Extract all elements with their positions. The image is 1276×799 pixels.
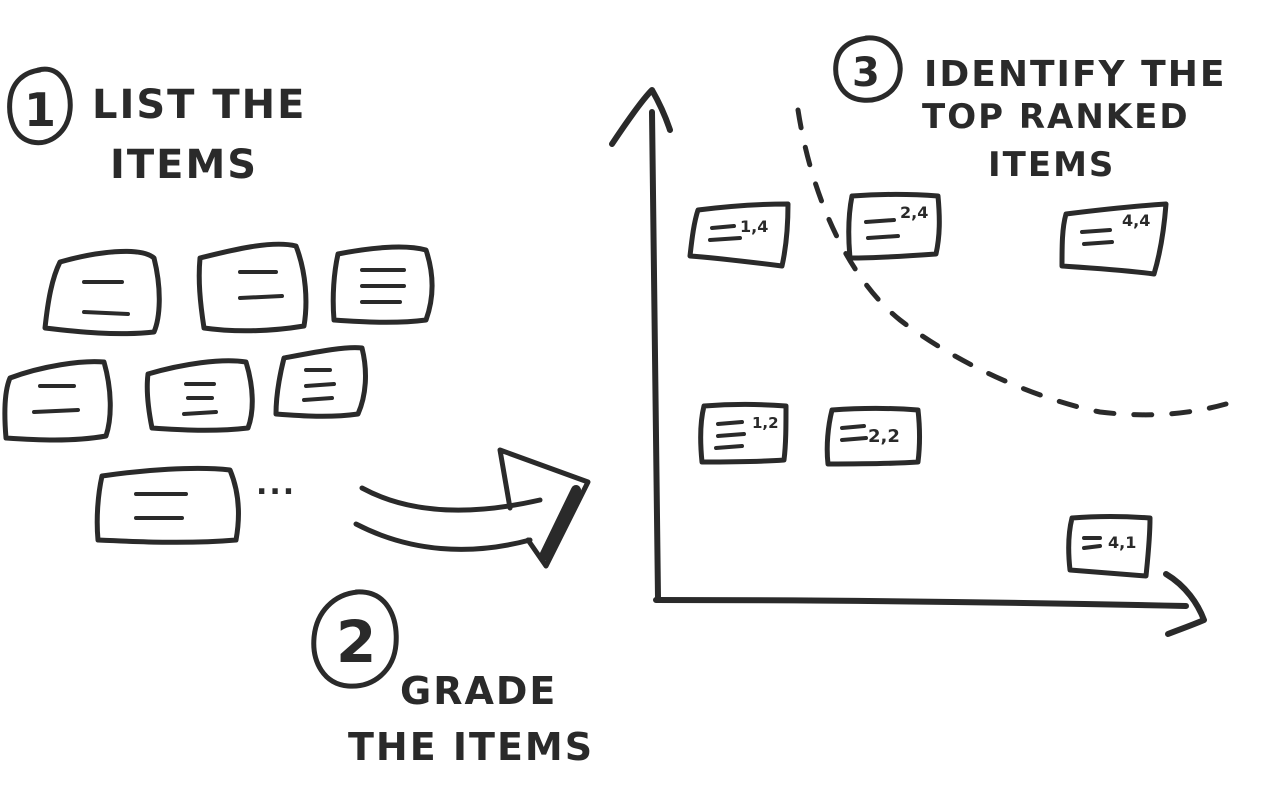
item-card <box>330 244 435 325</box>
step-1-title-line-1: LIST THE <box>92 82 306 128</box>
step-1-circle <box>7 66 73 146</box>
arrow-head-shade <box>539 485 581 561</box>
graded-item-label: 1,2 <box>752 414 779 432</box>
x-axis <box>653 597 1189 609</box>
x-axis-arrowhead <box>1163 571 1207 637</box>
step-1: 1 LIST THE ITEMS <box>7 66 306 188</box>
more-items-ellipsis: ... <box>256 467 296 502</box>
arrow-shaft-bottom <box>353 521 533 552</box>
item-list: ... <box>2 241 435 545</box>
graded-item-label: 4,4 <box>1122 211 1150 230</box>
flow-arrow <box>353 447 591 569</box>
item-card <box>42 248 162 337</box>
step-2: 2 GRADE THE ITEMS <box>311 589 594 769</box>
top-ranked-threshold-curve <box>795 107 1229 418</box>
step-3-title-line-3: ITEMS <box>988 145 1115 185</box>
step-1-title-line-2: ITEMS <box>110 142 258 188</box>
graded-item-label: 1,4 <box>740 217 768 236</box>
item-card <box>94 465 241 545</box>
grading-plot: 1,4 2,4 4,4 1,2 2,2 4,1 <box>609 87 1229 637</box>
step-3-title-line-2: TOP RANKED <box>922 97 1190 137</box>
graded-item-card: 2,4 <box>846 192 942 261</box>
item-card <box>273 345 368 419</box>
y-axis <box>649 109 661 601</box>
item-card <box>144 358 255 433</box>
arrow-shaft-top <box>359 485 543 513</box>
item-card <box>2 359 113 443</box>
graded-item-card: 2,2 <box>824 406 922 467</box>
step-3-circle <box>833 35 903 103</box>
graded-item-label: 4,1 <box>1108 533 1136 552</box>
step-2-title-line-2: THE ITEMS <box>348 725 594 769</box>
step-3-number: 3 <box>852 50 880 96</box>
graded-item-label: 2,4 <box>900 203 928 222</box>
item-card <box>196 241 309 334</box>
graded-item-label: 2,2 <box>868 426 900 447</box>
step-2-circle <box>311 589 399 689</box>
graded-item-card: 4,4 <box>1059 201 1169 277</box>
step-2-title-line-1: GRADE <box>400 669 557 713</box>
y-axis-arrowhead <box>609 87 673 147</box>
graded-item-card: 4,1 <box>1066 514 1153 579</box>
step-1-number: 1 <box>24 83 56 137</box>
step-2-number: 2 <box>336 608 376 676</box>
graded-item-card: 1,2 <box>698 402 789 465</box>
step-3-title-line-1: IDENTIFY THE <box>924 54 1226 95</box>
graded-item-card: 1,4 <box>687 201 791 269</box>
step-3: 3 IDENTIFY THE TOP RANKED ITEMS <box>833 35 1226 185</box>
